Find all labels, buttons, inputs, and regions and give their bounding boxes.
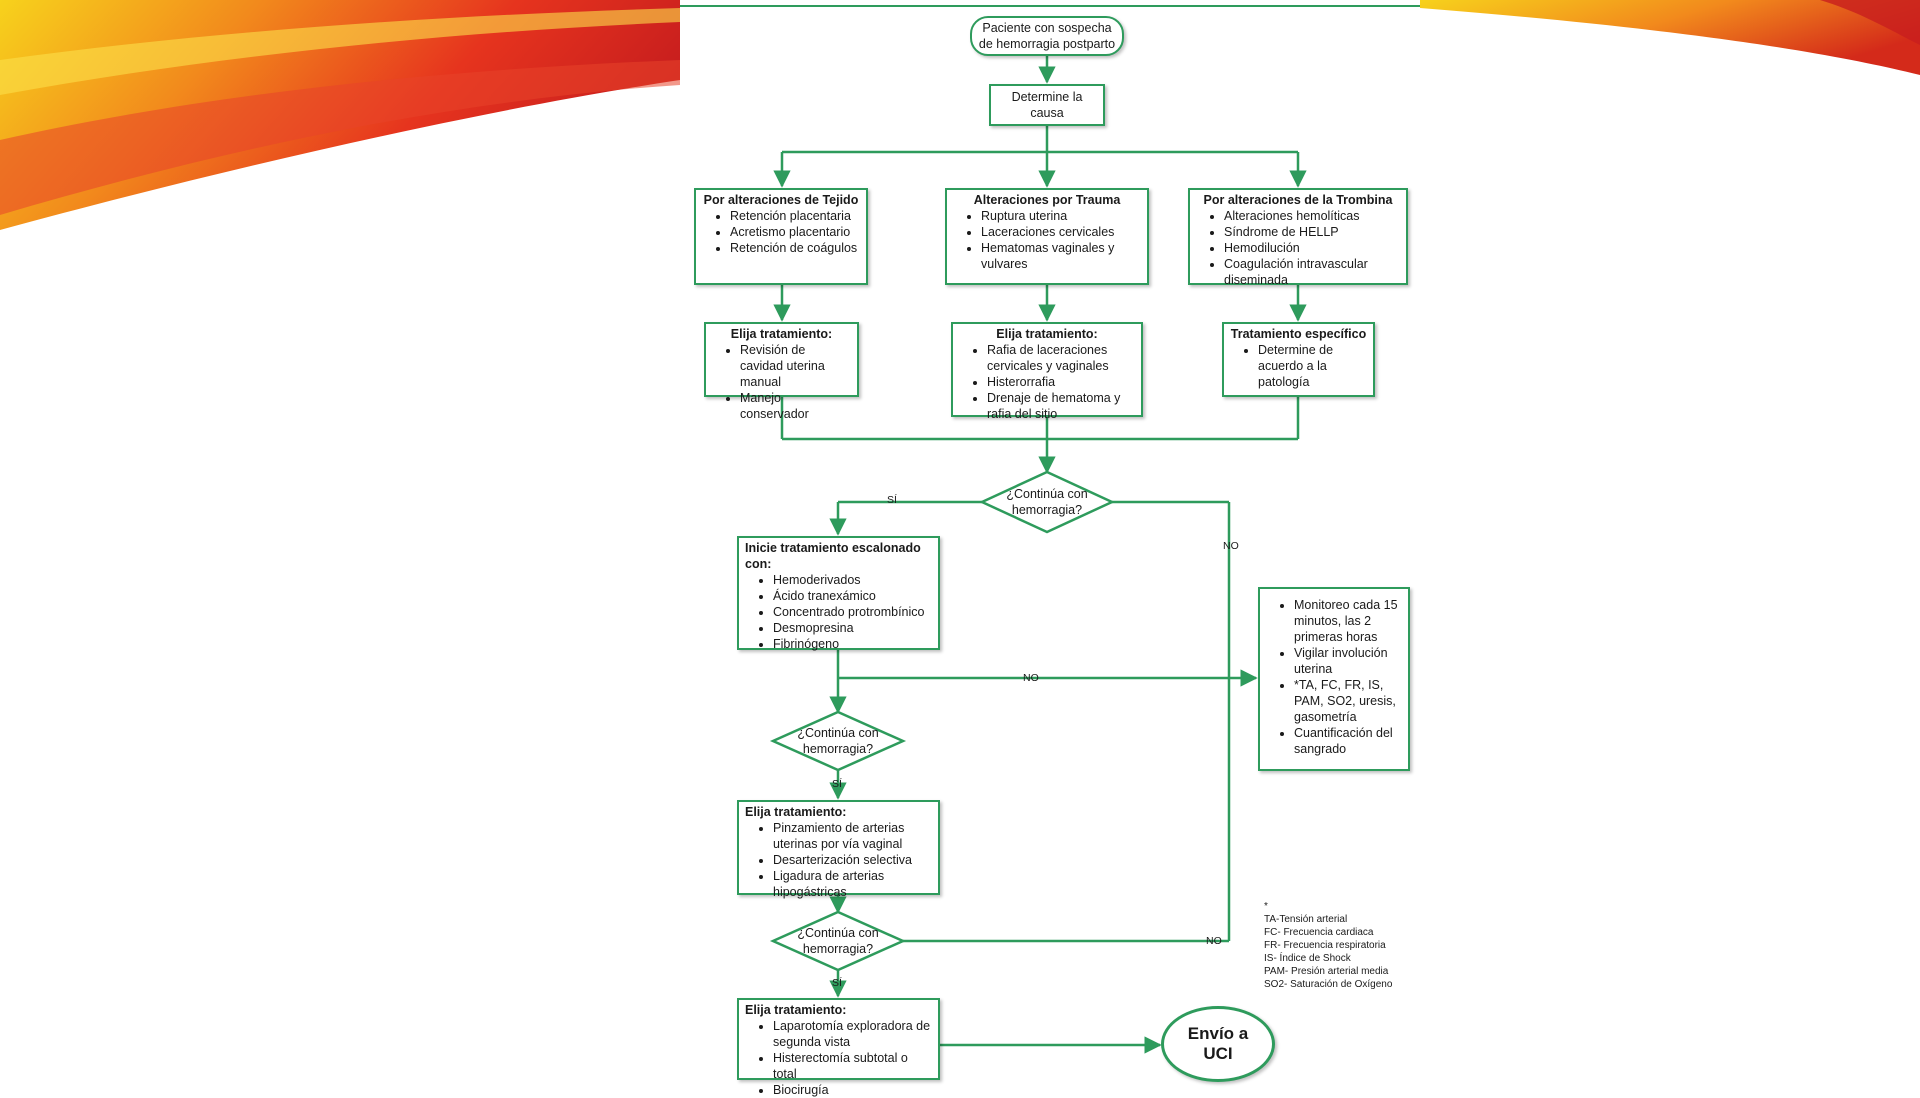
monitor-box: Monitoreo cada 15 minutos, las 2 primera… — [1258, 587, 1410, 771]
list-item: Cuantificación del sangrado — [1294, 725, 1402, 757]
decision-diamond-2 — [769, 710, 907, 772]
list-item: Laparotomía exploradora de segunda vista — [773, 1018, 932, 1050]
list-item: Ruptura uterina — [981, 208, 1141, 224]
list-item: Retención placentaria — [730, 208, 860, 224]
list-item: Desarterización selectiva — [773, 852, 932, 868]
treatment-4-title: Elija tratamiento: — [745, 805, 847, 819]
treatment-tejido-title: Elija tratamiento: — [730, 327, 833, 341]
legend-line: TA-Tensión arterial — [1264, 914, 1348, 925]
list-item: Vigilar involución uterina — [1294, 645, 1402, 677]
treatment-4-box: Elija tratamiento: Pinzamiento de arteri… — [737, 800, 940, 899]
list-item: Monitoreo cada 15 minutos, las 2 primera… — [1294, 597, 1402, 645]
uci-node: Envío a UCI — [1161, 1006, 1275, 1082]
treatment-tejido-box: Elija tratamiento: Revisión de cavidad u… — [704, 322, 859, 421]
abbreviation-legend: * TA-Tensión arterial FC- Frecuencia car… — [1264, 900, 1392, 991]
decision-2-text: ¿Continúa con hemorragia? — [797, 726, 879, 756]
yes-label-2: SÍ — [832, 778, 842, 790]
list-item: Determine de acuerdo a la patología — [1258, 342, 1367, 390]
list-item: Laceraciones cervicales — [981, 224, 1141, 240]
decision-1-text: ¿Continúa con hemorragia? — [1006, 487, 1088, 517]
treatment-trauma-title: Elija tratamiento: — [996, 327, 1098, 341]
category-tejido-box: Por alteraciones de Tejido Retención pla… — [694, 188, 868, 285]
list-item: Hemoderivados — [773, 572, 932, 588]
uci-text: Envío a UCI — [1187, 1024, 1249, 1063]
legend-star: * — [1264, 901, 1268, 912]
category-trombina-title: Por alteraciones de la Trombina — [1203, 193, 1393, 207]
yes-label-3: SÍ — [832, 977, 842, 989]
connectors — [773, 56, 1307, 1054]
category-trombina-box: Por alteraciones de la Trombina Alteraci… — [1188, 188, 1408, 288]
decision-3-text: ¿Continúa con hemorragia? — [797, 926, 879, 956]
list-item: Coagulación intravascular diseminada — [1224, 256, 1400, 288]
no-label-3: NO — [1206, 935, 1222, 947]
legend-line: IS- Índice de Shock — [1264, 953, 1351, 964]
legend-line: FC- Frecuencia cardiaca — [1264, 927, 1374, 938]
list-item: Concentrado protrombínico — [773, 604, 932, 620]
no-label-2: NO — [1023, 672, 1039, 684]
treatment-trauma-box: Elija tratamiento: Rafia de laceraciones… — [951, 322, 1143, 421]
list-item: Síndrome de HELLP — [1224, 224, 1400, 240]
list-item: Biocirugía — [773, 1082, 932, 1098]
treatment-5-box: Elija tratamiento: Laparotomía explorado… — [737, 998, 940, 1097]
list-item: Ácido tranexámico — [773, 588, 932, 604]
category-trauma-title: Alteraciones por Trauma — [973, 193, 1121, 207]
legend-line: FR- Frecuencia respiratoria — [1264, 940, 1386, 951]
category-tejido-title: Por alteraciones de Tejido — [703, 193, 859, 207]
list-item: Ligadura de arterias hipogástricas — [773, 868, 932, 900]
decorative-swoosh-right — [1420, 0, 1920, 75]
list-item: Acretismo placentario — [730, 224, 860, 240]
start-node: Paciente con sospecha de hemorragia post… — [970, 16, 1124, 56]
list-item: Desmopresina — [773, 620, 932, 636]
category-trauma-box: Alteraciones por Trauma Ruptura uterina … — [945, 188, 1149, 285]
list-item: Manejo conservador — [740, 390, 851, 422]
list-item: Revisión de cavidad uterina manual — [740, 342, 851, 390]
yes-label-1: SÍ — [887, 494, 897, 506]
list-item: Rafia de laceraciones cervicales y vagin… — [987, 342, 1135, 374]
decorative-swoosh-left — [0, 0, 680, 230]
decision-diamond-1 — [979, 470, 1115, 534]
no-label-1: NO — [1223, 540, 1239, 552]
list-item: Hemodilución — [1224, 240, 1400, 256]
start-text: Paciente con sospecha de hemorragia post… — [978, 21, 1116, 51]
treatment-5-title: Elija tratamiento: — [745, 1003, 847, 1017]
escalonado-box: Inicie tratamiento escalonado con: Hemod… — [737, 536, 940, 652]
decision-diamond-3 — [769, 910, 907, 972]
list-item: Fibrinógeno — [773, 636, 932, 652]
list-item: Hematomas vaginales y vulvares — [981, 240, 1141, 272]
escalonado-title: Inicie tratamiento escalonado con: — [745, 541, 921, 571]
list-item: Alteraciones hemolíticas — [1224, 208, 1400, 224]
cause-text: Determine la causa — [1011, 90, 1083, 120]
legend-line: PAM- Presión arterial media — [1264, 966, 1389, 977]
list-item: Pinzamiento de arterias uterinas por vía… — [773, 820, 932, 852]
cause-node: Determine la causa — [989, 84, 1105, 126]
list-item: Histerectomía subtotal o total — [773, 1050, 932, 1082]
treatment-trombina-title: Tratamiento específico — [1230, 327, 1367, 341]
list-item: Histerorrafia — [987, 374, 1135, 390]
legend-line: SO2- Saturación de Oxígeno — [1264, 979, 1393, 990]
list-item: Retención de coágulos — [730, 240, 860, 256]
list-item: Drenaje de hematoma y rafia del sitio — [987, 390, 1135, 422]
list-item: *TA, FC, FR, IS, PAM, SO2, uresis, gasom… — [1294, 677, 1402, 725]
treatment-trombina-box: Tratamiento específico Determine de acue… — [1222, 322, 1375, 397]
